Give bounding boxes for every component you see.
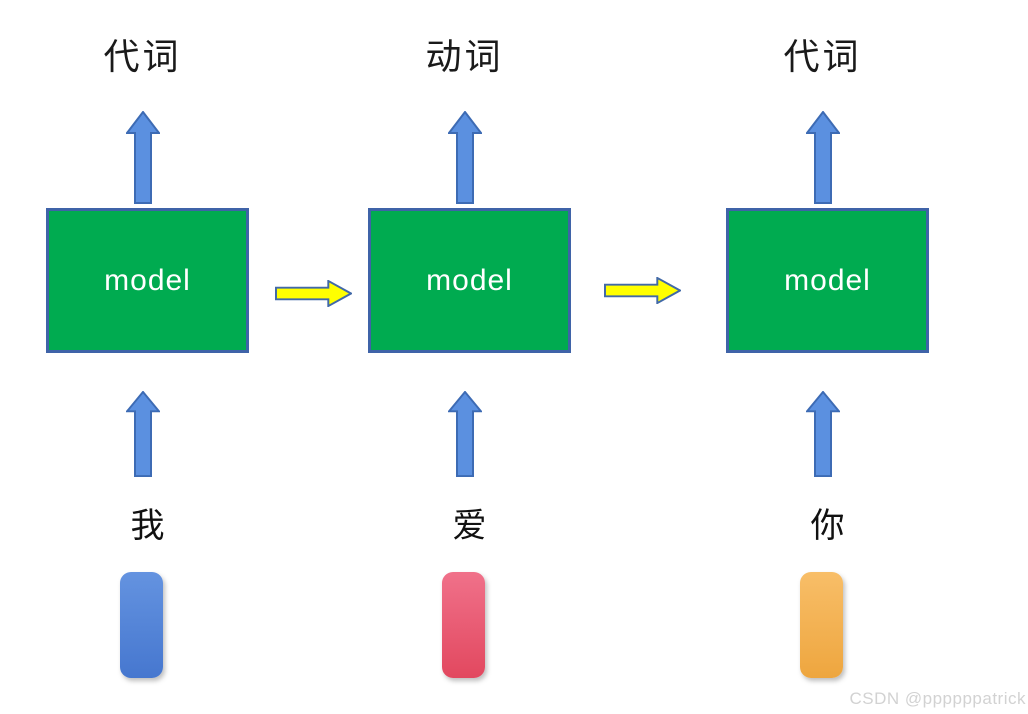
output-arrow-icon	[125, 111, 160, 204]
transfer-right-arrow-icon	[604, 277, 681, 304]
up-arrow-shape	[805, 391, 840, 477]
watermark: CSDN @ppppppatrick	[849, 689, 1026, 708]
up-arrow-shape	[447, 111, 482, 204]
token-embedding-bar	[119, 572, 163, 678]
right-arrow-shape	[275, 280, 352, 307]
model-box: model	[726, 208, 929, 353]
output-arrow-icon	[447, 111, 482, 204]
model-box: model	[46, 208, 249, 353]
input-arrow-icon	[447, 391, 482, 477]
output-pos-label: 代词	[103, 36, 182, 77]
token-embedding-bar	[799, 572, 843, 678]
model-column: 动词 model 爱	[368, 0, 571, 714]
input-arrow-icon	[125, 391, 160, 477]
model-box: model	[368, 208, 571, 353]
up-arrow-shape	[447, 391, 482, 477]
model-label: model	[426, 263, 513, 297]
input-word-label: 你	[810, 507, 845, 545]
model-label: model	[104, 263, 191, 297]
model-label: model	[784, 263, 871, 297]
output-pos-label: 动词	[425, 36, 504, 77]
output-pos-label: 代词	[783, 36, 862, 77]
right-arrow-shape	[604, 277, 681, 304]
up-arrow-shape	[125, 111, 160, 204]
model-column: 代词 model 我	[46, 0, 249, 714]
token-embedding-bar	[441, 572, 485, 678]
up-arrow-shape	[805, 111, 840, 204]
transfer-right-arrow-icon	[275, 280, 352, 307]
input-word-label: 我	[130, 507, 165, 545]
up-arrow-shape	[125, 391, 160, 477]
input-arrow-icon	[805, 391, 840, 477]
input-word-label: 爱	[452, 507, 487, 545]
output-arrow-icon	[805, 111, 840, 204]
model-column: 代词 model 你	[726, 0, 929, 714]
